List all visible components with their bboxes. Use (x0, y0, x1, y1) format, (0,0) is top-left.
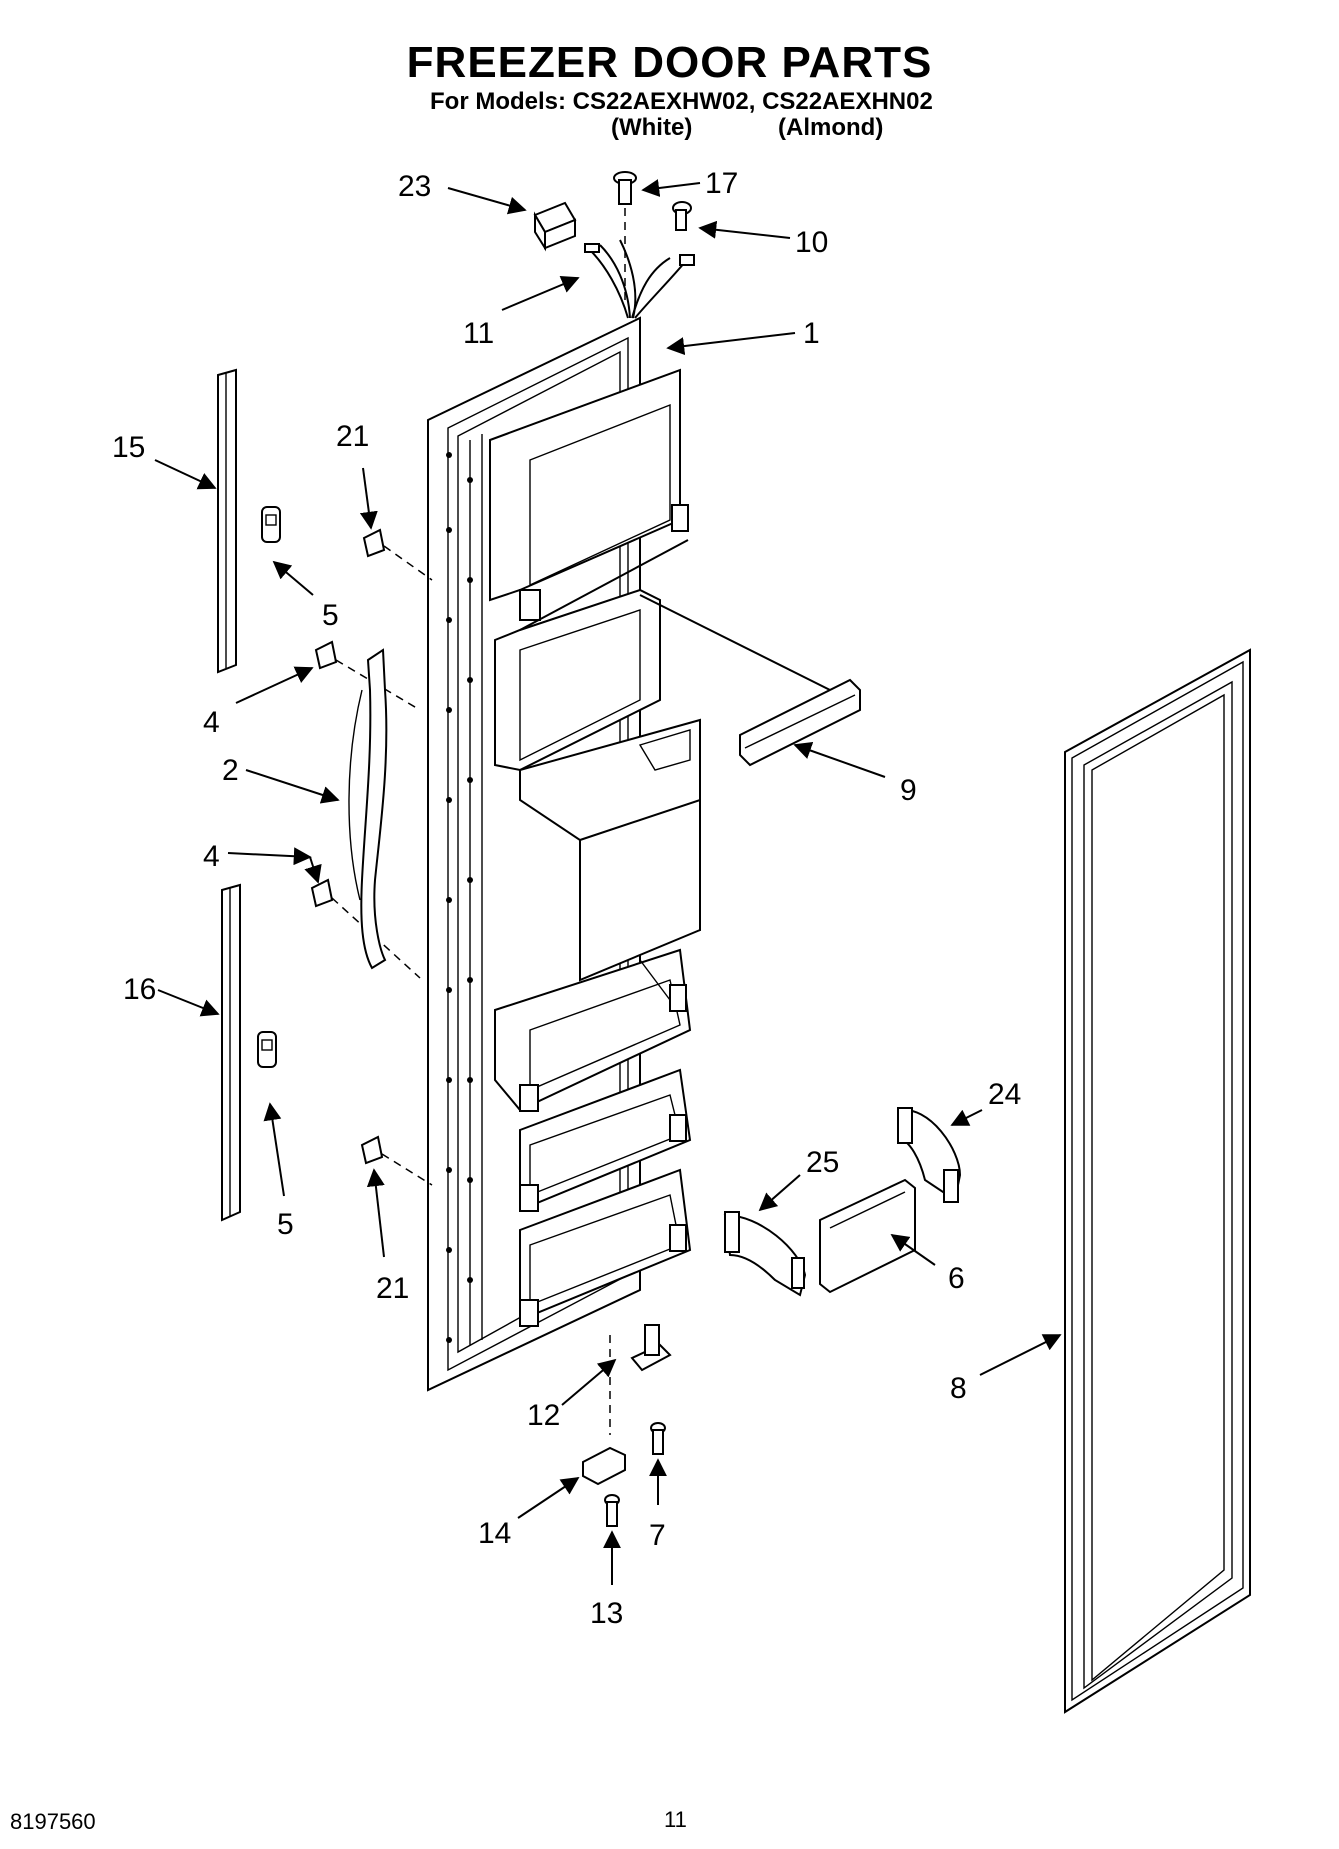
callout-5-upper: 5 (322, 599, 339, 632)
trim-strip-15 (217, 368, 237, 674)
callout-16: 16 (123, 973, 156, 1006)
callout-23: 23 (398, 170, 431, 203)
leader-lines (154, 179, 1062, 1585)
screw-7 (650, 1422, 666, 1455)
screw-21-lower (360, 1135, 433, 1186)
callout-9: 9 (900, 774, 917, 807)
trim-clip-lower (257, 1031, 277, 1068)
screw-21-upper (362, 528, 433, 581)
callout-8: 8 (950, 1372, 967, 1405)
callout-5-lower: 5 (277, 1208, 294, 1241)
door-screw-holes (446, 452, 473, 1343)
screw-4-upper (314, 640, 421, 711)
wire-connector-plug (533, 201, 577, 252)
callout-11: 11 (463, 317, 494, 350)
callout-4-upper: 4 (203, 706, 220, 739)
trim-clip-upper (261, 506, 281, 543)
door-liner (489, 368, 851, 1327)
dispenser-bracket (739, 678, 861, 767)
color-white-label: (White) (611, 114, 693, 141)
shelf-end-cap-24 (897, 1107, 962, 1203)
callout-21-upper: 21 (336, 420, 369, 453)
callout-17: 17 (705, 167, 738, 200)
callout-12: 12 (527, 1399, 560, 1432)
hinge-bracket-14 (582, 1446, 626, 1486)
model-list: For Models: CS22AEXHW02, CS22AEXHN02 (430, 88, 933, 115)
callout-2: 2 (222, 754, 239, 787)
document-number: 8197560 (10, 1809, 96, 1834)
page-title: FREEZER DOOR PARTS (406, 38, 933, 87)
callout-1: 1 (803, 317, 820, 350)
callout-6: 6 (948, 1262, 965, 1295)
callout-7: 7 (649, 1519, 666, 1552)
hinge-pin-12 (609, 1324, 672, 1435)
door-gasket (1064, 648, 1251, 1714)
callout-labels: 23 17 10 11 1 15 21 5 4 2 4 16 5 21 9 24… (112, 167, 1021, 1630)
shelf-rail-6 (819, 1178, 916, 1294)
callout-21-lower: 21 (376, 1272, 409, 1305)
screw-13 (604, 1494, 620, 1527)
color-almond-label: (Almond) (778, 114, 884, 141)
door-handle (348, 648, 388, 970)
callout-25: 25 (806, 1146, 839, 1179)
wire-harness (584, 239, 695, 319)
page-number: 11 (664, 1807, 687, 1832)
callout-24: 24 (988, 1078, 1021, 1111)
callout-15: 15 (112, 431, 145, 464)
callout-10: 10 (795, 226, 828, 259)
trim-strip-16 (221, 883, 241, 1222)
screw-17 (613, 171, 637, 305)
screw-10 (672, 201, 692, 231)
callout-4-lower: 4 (203, 840, 220, 873)
callout-13: 13 (590, 1597, 623, 1630)
callout-14: 14 (478, 1517, 511, 1550)
shelf-end-cap-25 (723, 1211, 807, 1297)
